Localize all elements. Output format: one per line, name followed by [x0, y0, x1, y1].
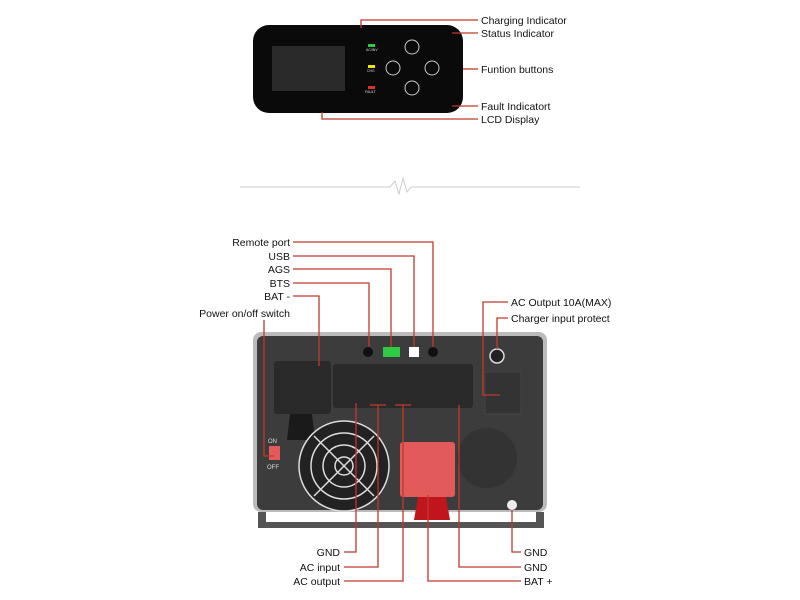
callout-ac-input: AC input — [300, 562, 340, 574]
callout-usb: USB — [268, 251, 290, 263]
down-button[interactable] — [404, 80, 420, 96]
callout-fault-indicator: Fault Indicatort — [481, 101, 551, 113]
callout-gnd-right-1: GND — [524, 547, 548, 559]
led-red — [368, 86, 375, 89]
led-yellow — [368, 65, 375, 68]
callout-power-switch: Power on/off switch — [199, 308, 290, 320]
bat-minus-cover — [274, 361, 331, 414]
callout-bat-minus: BAT - — [264, 291, 290, 303]
callout-lcd-display: LCD Display — [481, 114, 540, 126]
up-button[interactable] — [404, 39, 420, 55]
divider — [240, 176, 580, 196]
esc-button[interactable] — [424, 60, 440, 76]
callout-bat-plus: BAT + — [524, 576, 553, 588]
fan-icon — [298, 420, 390, 512]
lcd-display — [272, 46, 345, 91]
callout-ac-output-10a: AC Output 10A(MAX) — [511, 297, 611, 309]
charger-input-protect — [489, 348, 505, 364]
callout-gnd-left: GND — [317, 547, 341, 559]
bat-plus-cover — [400, 442, 455, 497]
callout-charging-indicator: Charging Indicator — [481, 15, 567, 27]
bts-port — [428, 347, 438, 357]
usb-port — [409, 347, 419, 357]
callout-function-buttons: Funtion buttons — [481, 64, 553, 76]
vent-cover — [457, 428, 517, 488]
switch-on-label: ON — [268, 439, 277, 445]
led-label: FAULT — [365, 90, 376, 94]
callout-gnd-right-2: GND — [524, 562, 548, 574]
switch-off-label: OFF — [267, 465, 279, 471]
inverter-rear: ON OFF — [253, 332, 547, 528]
remote-port — [363, 347, 373, 357]
ac-terminal-cover — [333, 364, 473, 408]
callout-status-indicator: Status Indicator — [481, 28, 554, 40]
ac-output-socket — [484, 371, 522, 415]
ags-connector — [383, 347, 400, 357]
callout-remote-port: Remote port — [232, 237, 290, 249]
control-panel: AC/INV CHG FAULT — [253, 25, 463, 113]
led-label: AC/INV — [366, 48, 378, 52]
led-label: CHG — [367, 69, 375, 73]
callout-bts: BTS — [270, 278, 290, 290]
gnd-terminal — [507, 500, 517, 510]
callout-ac-output: AC output — [293, 576, 340, 588]
callout-ags: AGS — [268, 264, 290, 276]
callout-charger-input-protect: Charger input protect — [511, 313, 610, 325]
led-green — [368, 44, 375, 47]
power-switch[interactable] — [269, 446, 280, 460]
enter-button[interactable] — [385, 60, 401, 76]
